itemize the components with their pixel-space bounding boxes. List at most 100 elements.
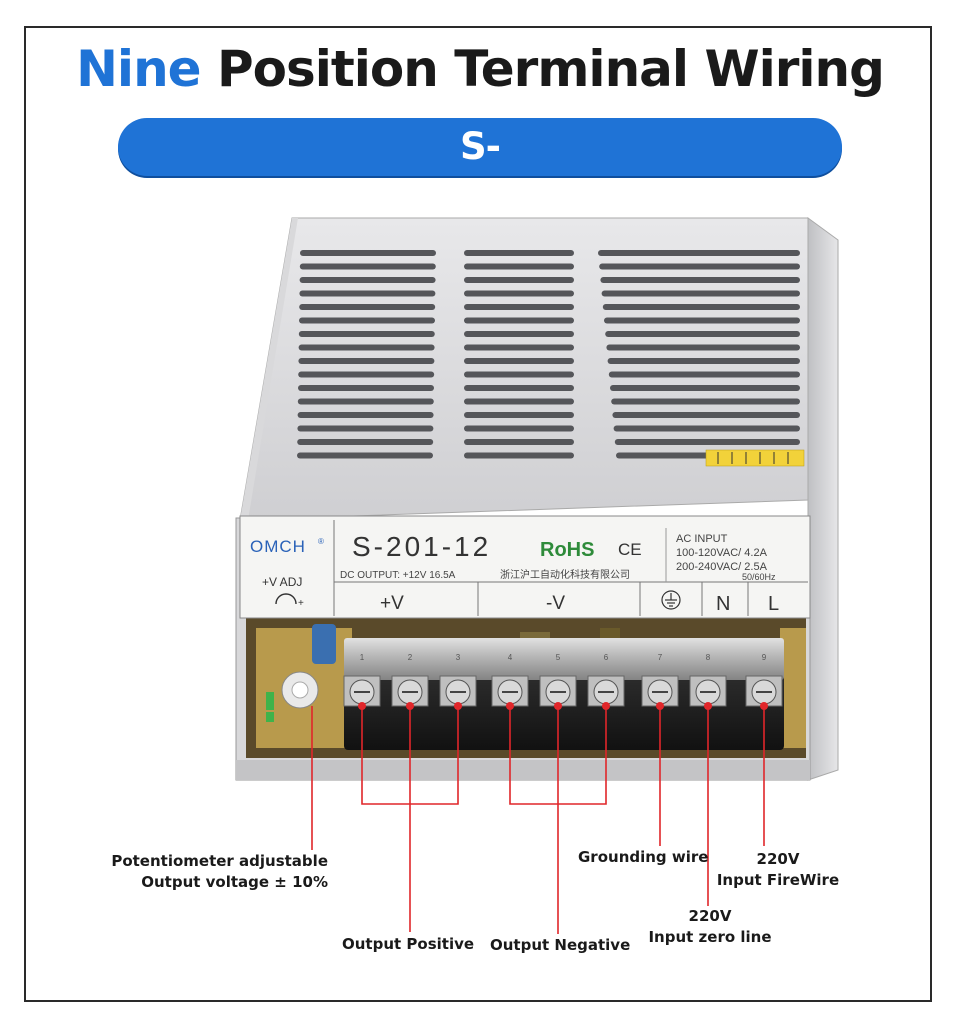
terminal-screw[interactable]: 9 (745, 653, 783, 710)
terminal-label-l: L (768, 593, 779, 615)
terminal-screw[interactable]: 5 (539, 653, 577, 710)
vent-slot (611, 398, 800, 405)
vent-slot (612, 412, 800, 418)
ac-input-line-1: 100-120VAC/ 4.2A (676, 547, 768, 559)
terminal-number: 4 (508, 653, 513, 662)
vent-slot (297, 425, 434, 432)
label-zero-line-voltage: 220V (688, 907, 732, 925)
terminal-number: 1 (360, 653, 365, 662)
vent-slot (464, 425, 574, 432)
vent-slot (464, 317, 574, 324)
model-pill: S-200W/201W/250W/300W/350W/400W (118, 118, 866, 226)
terminal-label-positive: +V (380, 593, 404, 614)
label-grounding-wire: Grounding wire (578, 848, 709, 866)
vent-slot (298, 385, 434, 391)
vent-slot (610, 385, 800, 391)
vent-slot (464, 250, 574, 256)
outer-frame (24, 26, 932, 1002)
terminal-screw[interactable]: 2 (391, 653, 429, 710)
terminal-screw[interactable]: 3 (439, 653, 477, 710)
vent-slot (602, 304, 800, 310)
vent-slot (604, 317, 800, 324)
ac-input-line-2: 200-240VAC/ 2.5A (676, 561, 768, 573)
brand-logo: OMCH (250, 537, 306, 556)
label-zero-line-text: Input zero line (648, 928, 772, 946)
ce-mark: CE (618, 540, 642, 559)
vent-slot (464, 385, 574, 391)
ground-symbol-icon (661, 590, 681, 610)
vent-slot (299, 317, 435, 324)
vent-slot (614, 439, 800, 445)
model-number: S-201-12 (352, 531, 491, 562)
vent-slot (464, 263, 574, 270)
vent-slot (607, 358, 800, 364)
dc-output-spec: DC OUTPUT: +12V 16.5A (340, 570, 456, 581)
enclosure-side (807, 217, 839, 781)
vent-slot (299, 263, 436, 270)
vent-slot (297, 439, 434, 445)
vent-slot (605, 331, 800, 337)
label-input-firewire: 220V Input FireWire (716, 849, 840, 891)
vent-slot (464, 277, 574, 283)
terminal-screw[interactable]: 6 (587, 653, 625, 710)
adj-plus-symbol: + (298, 598, 304, 609)
vent-slot (598, 250, 800, 256)
adj-knob-icon (275, 593, 297, 605)
ac-input-title: AC INPUT (676, 533, 728, 545)
terminal-number: 7 (658, 653, 663, 662)
terminal-number: 2 (408, 653, 413, 662)
ac-frequency: 50/60Hz (742, 572, 776, 582)
title-accent: Nine (76, 40, 201, 98)
manufacturer-name: 浙江沪工自动化科技有限公司 (500, 568, 630, 581)
label-firewire-text: Input FireWire (716, 871, 840, 889)
rohs-mark: RoHS (540, 539, 594, 561)
terminal-screw[interactable]: 4 (491, 653, 529, 710)
page-title: Nine Position Terminal Wiring (0, 38, 960, 100)
terminal-number: 9 (762, 653, 767, 662)
vent-slot (298, 358, 435, 364)
terminal-label-negative: -V (546, 593, 565, 614)
vent-slot (613, 425, 800, 432)
warranty-sticker (705, 449, 805, 467)
terminal-label-n: N (716, 593, 730, 615)
vent-slot (464, 452, 574, 459)
vent-slot (464, 358, 574, 364)
label-output-negative: Output Negative (490, 936, 631, 954)
label-firewire-voltage: 220V (756, 850, 800, 868)
vent-slot (606, 344, 800, 351)
vent-slots (297, 250, 800, 459)
vent-slot (464, 439, 574, 445)
vent-slot (298, 371, 435, 378)
title-rest: Position Terminal Wiring (217, 40, 885, 98)
vent-slot (601, 290, 800, 297)
terminal-screw[interactable]: 8 (689, 653, 727, 710)
label-potentiometer: Potentiometer adjustable Output voltage … (90, 851, 328, 893)
enclosure-lid (239, 217, 809, 521)
terminal-screw[interactable]: 7 (641, 653, 679, 710)
terminal-number: 8 (706, 653, 711, 662)
vent-slot (298, 344, 435, 351)
vent-slot (299, 277, 436, 283)
vent-slot (464, 344, 574, 351)
vent-slot (464, 331, 574, 337)
vent-slot (298, 331, 435, 337)
vent-slot (297, 398, 434, 405)
wiring-lines (311, 706, 765, 934)
vent-slot (299, 290, 436, 297)
brand-mark: ® (318, 537, 324, 546)
vent-slot (599, 263, 800, 270)
label-potentiometer-line-2: Output voltage ± 10% (141, 873, 328, 891)
vent-slot (600, 277, 800, 283)
vent-slot (608, 371, 800, 378)
terminal-number: 3 (456, 653, 461, 662)
vent-slot (464, 371, 574, 378)
vent-slot (464, 412, 574, 418)
label-potentiometer-line-1: Potentiometer adjustable (111, 852, 328, 870)
vent-slot (300, 250, 436, 256)
vent-slot (297, 452, 433, 459)
vent-slot (464, 304, 574, 310)
nameplate: OMCH ® +V ADJ + S-201-12 RoHS CE DC OUTP… (239, 515, 811, 619)
vent-slot (464, 290, 574, 297)
